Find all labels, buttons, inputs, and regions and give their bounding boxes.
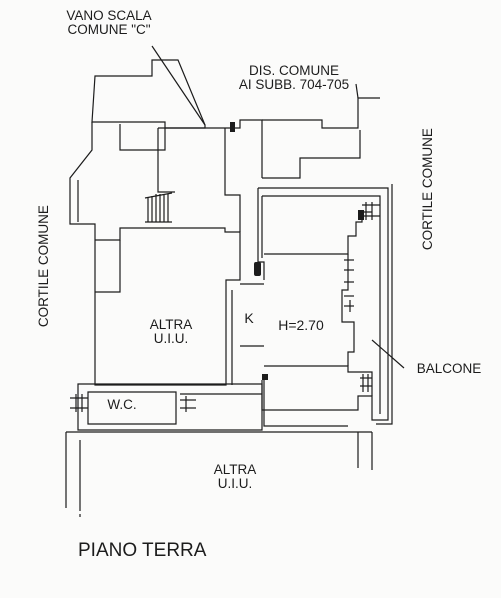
wall-block-1 (230, 122, 235, 132)
kitchen-label: K (244, 310, 254, 326)
stair-block-inner (119, 124, 166, 151)
core-wall-top (158, 119, 263, 130)
altra-uiu-room-left-label: ALTRA U.I.U. (134, 317, 208, 347)
floor-title: PIANO TERRA (78, 540, 207, 561)
altra-uiu-room-bottom-label: ALTRA U.I.U. (196, 462, 274, 492)
vano-scala-leader (151, 45, 206, 126)
dis-comune-leader (355, 83, 359, 99)
vano-scala-line1: VANO SCALA (66, 8, 152, 23)
wall-block-2 (262, 374, 268, 380)
altra-uiu-room-inner-top (95, 240, 121, 293)
altra-uiu-bottom-line2: U.I.U. (217, 476, 253, 492)
interior-partition-mid (341, 254, 355, 366)
stair-block-outline (91, 59, 206, 129)
core-wall-right (224, 128, 241, 232)
altra-uiu-left-line2: U.I.U. (153, 331, 189, 347)
dis-comune-line1: DIS. COMUNE (248, 63, 339, 78)
dis-comune-label: DIS. COMUNE AI SUBB. 704-705 (220, 63, 368, 93)
wc-band-inner (87, 391, 177, 425)
altra-uiu-bottom-line1: ALTRA (213, 462, 257, 477)
balcone-leader (371, 339, 405, 369)
altra-uiu-room-left (94, 227, 241, 386)
height-label: H=2.70 (278, 317, 324, 333)
main-unit-west-wall (257, 188, 265, 280)
core-wall-left (157, 128, 175, 193)
dis-comune-line2: AI SUBB. 704-705 (238, 77, 350, 93)
lower-room (263, 380, 348, 427)
altra-uiu-room-bottom (65, 431, 373, 508)
window-markers (344, 202, 380, 392)
balcony-railing (376, 184, 393, 425)
corridor-right-edge (262, 130, 361, 179)
interior-partition-low (264, 365, 373, 396)
balcone-label: BALCONE (416, 361, 482, 376)
door-symbol-k (254, 262, 261, 276)
wc-label: W.C. (107, 397, 137, 412)
wall-block-3 (358, 210, 364, 220)
cortile-comune-right-label: CORTILE COMUNE (419, 128, 435, 251)
corridor-top-wall (262, 97, 380, 129)
vano-scala-label: VANO SCALA COMUNE "C" (48, 8, 170, 38)
altra-uiu-left-line1: ALTRA (149, 317, 193, 332)
cortile-comune-left-label: CORTILE COMUNE (35, 205, 51, 328)
interior-partition-top (264, 211, 372, 255)
main-unit-inner (262, 195, 381, 414)
wc-band-outer (77, 383, 263, 431)
left-outer-wall (69, 122, 96, 240)
wc-fixtures (70, 394, 196, 412)
staircase-treads (144, 192, 173, 223)
vano-scala-line2: COMUNE "C" (67, 22, 151, 38)
